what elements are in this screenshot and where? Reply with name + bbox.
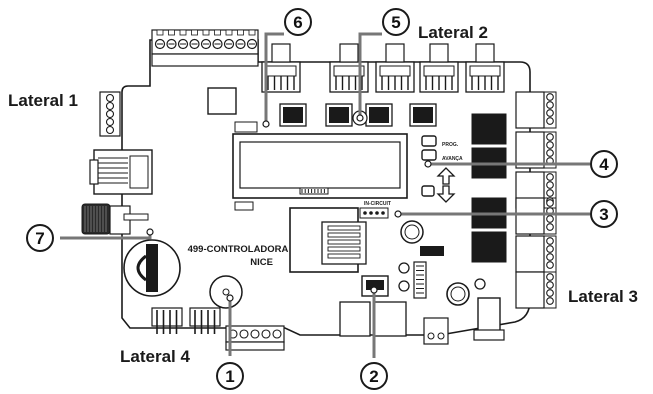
callout-5-number: 5 (391, 13, 400, 32)
round-part (446, 282, 470, 306)
display-module (232, 133, 408, 199)
battery-holder (123, 239, 181, 297)
callout-2-number: 2 (369, 367, 378, 386)
small-cap (398, 280, 410, 292)
terminal (515, 91, 545, 129)
avanca-label: AVANÇA (442, 156, 463, 162)
screw (272, 329, 282, 339)
callout-3: 3 (590, 200, 618, 228)
terminal (515, 235, 545, 273)
screw (546, 273, 554, 281)
screw (546, 281, 554, 289)
screw (546, 181, 554, 189)
lateral-4-label: Lateral 4 (120, 347, 190, 366)
screw (546, 215, 554, 223)
screw (546, 101, 554, 109)
right-terminal-block (515, 91, 557, 309)
screw (105, 109, 115, 119)
small-connector (361, 275, 389, 297)
bottom-connectors (151, 307, 221, 334)
screw (546, 289, 554, 297)
leader-lines (60, 32, 590, 358)
screw (105, 101, 115, 111)
screw (546, 245, 554, 253)
screw (546, 133, 554, 141)
callout-6: 6 (284, 8, 312, 36)
chip-dark (420, 246, 444, 256)
lateral-1-label: Lateral 1 (8, 91, 78, 110)
screw (546, 199, 554, 207)
screw (546, 93, 554, 101)
prog-label: PROG. (442, 142, 459, 148)
screw (546, 173, 554, 181)
up-arrow-icon (436, 167, 456, 185)
relay (471, 113, 507, 145)
top-connectors (261, 43, 505, 93)
terminal (515, 271, 545, 309)
screw (546, 297, 554, 305)
terminal (515, 131, 545, 169)
chip-small (234, 121, 258, 133)
lateral-3-label: Lateral 3 (568, 287, 638, 306)
callout-4: 4 (590, 150, 618, 178)
board-name-line1: 499-CONTROLADORA (188, 244, 289, 255)
screw (105, 93, 115, 103)
screw (250, 329, 260, 339)
screw (105, 125, 115, 135)
callout-7: 7 (26, 224, 54, 252)
callout-7-number: 7 (35, 229, 44, 248)
bottom-sockets (339, 301, 407, 337)
bottom-terminal-block (225, 325, 285, 351)
top-terminal-block (151, 29, 259, 67)
callout-5: 5 (382, 8, 410, 36)
callout-1-number: 1 (225, 367, 234, 386)
prog-button: PROG. (421, 135, 459, 148)
callout-3-number: 3 (599, 205, 608, 224)
callout-1: 1 (216, 362, 244, 390)
avanca-button: AVANÇA (421, 149, 463, 162)
small-cap (398, 262, 410, 274)
screw (546, 109, 554, 117)
board-name-line2: NICE (250, 257, 273, 268)
buzzer (209, 275, 243, 309)
bottom-small-terminal (423, 317, 449, 345)
cylinder-component (81, 203, 149, 235)
screw (546, 253, 554, 261)
rj45-connector (89, 149, 153, 195)
callout-4-number: 4 (599, 155, 609, 174)
connector (151, 307, 183, 327)
screw (546, 189, 554, 197)
in-circuit-label: IN-CIRCUIT (364, 201, 391, 207)
screw (546, 149, 554, 157)
relay (471, 231, 507, 263)
terminal (515, 197, 545, 235)
capacitor (400, 220, 424, 244)
chip-small (234, 201, 254, 211)
screw (546, 117, 554, 125)
screw (546, 261, 554, 269)
led (421, 185, 435, 197)
leader-dots (146, 114, 432, 302)
screw (546, 141, 554, 149)
left-terminal-block (99, 91, 121, 137)
screw (261, 329, 271, 339)
in-circuit-header: IN-CIRCUIT (359, 201, 391, 219)
callout-6-number: 6 (293, 13, 302, 32)
screw (546, 223, 554, 231)
relay-row (279, 103, 437, 127)
screw (239, 329, 249, 339)
chip-square (207, 87, 237, 115)
lateral-2-label: Lateral 2 (418, 23, 488, 42)
transformer (289, 207, 367, 273)
resistor-array (413, 261, 427, 299)
callout-2: 2 (360, 362, 388, 390)
connector (189, 307, 221, 327)
screw (546, 237, 554, 245)
small-cap (474, 278, 486, 290)
dc-jack (473, 297, 505, 341)
screw (105, 117, 115, 127)
down-arrow-icon (436, 185, 456, 203)
